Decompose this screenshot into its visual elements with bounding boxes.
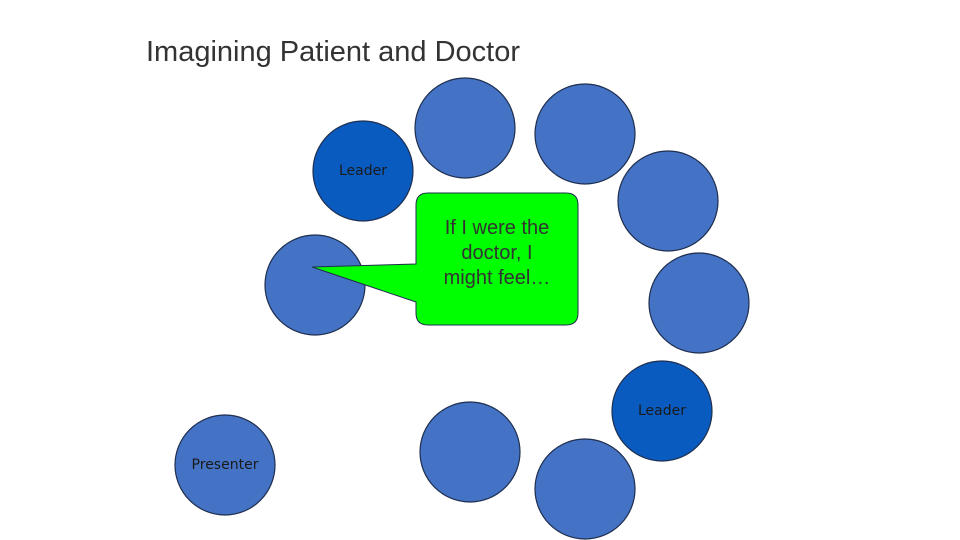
speech-bubble-line-2: doctor, I bbox=[461, 242, 533, 264]
member-circle-1 bbox=[414, 77, 516, 179]
presenter-label: Presenter bbox=[191, 457, 259, 473]
leader-circle-top bbox=[312, 120, 414, 222]
presenter-circle bbox=[174, 414, 276, 516]
speaking-member-circle bbox=[264, 234, 366, 336]
member-circle-5 bbox=[534, 438, 636, 540]
speech-bubble bbox=[311, 192, 579, 326]
speech-bubble-line-1: If I were the bbox=[444, 217, 550, 239]
slide-title: Imagining Patient and Doctor bbox=[146, 36, 520, 68]
member-circle-6 bbox=[419, 401, 521, 503]
member-circle-2 bbox=[534, 83, 636, 185]
member-circle-3 bbox=[617, 150, 719, 252]
speech-bubble-text: If I were the doctor, I might feel… bbox=[416, 216, 578, 291]
leader-label-top: Leader bbox=[338, 163, 388, 179]
member-circle-4 bbox=[648, 252, 750, 354]
leader-circle-right bbox=[611, 360, 713, 462]
speech-bubble-line-3: might feel… bbox=[443, 267, 551, 289]
leader-label-right: Leader bbox=[637, 403, 687, 419]
